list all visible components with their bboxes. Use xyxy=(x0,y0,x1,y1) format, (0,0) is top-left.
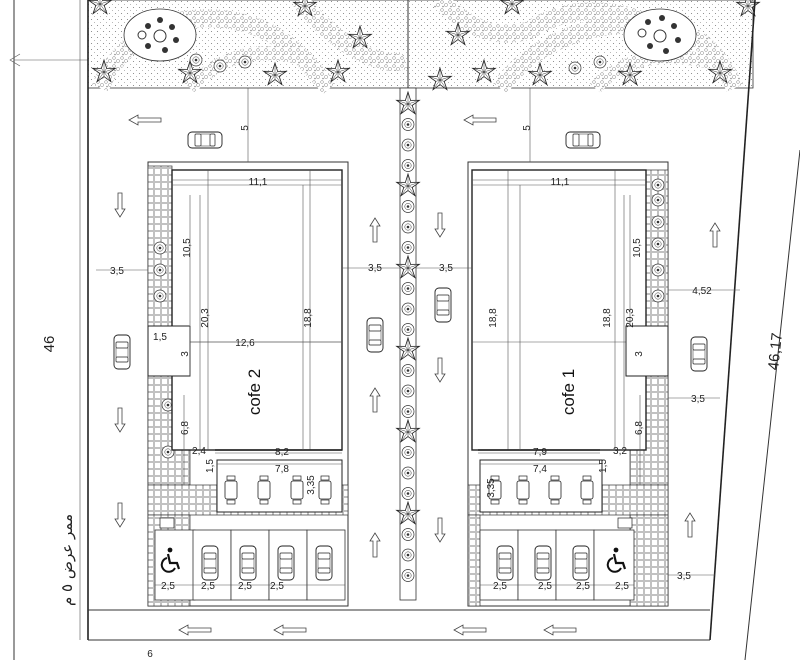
cafe2-stair-depth: 3 xyxy=(180,351,191,357)
cafe1-parking-3: 2,5 xyxy=(576,581,590,592)
cafe1-gap-small: 3,2 xyxy=(613,446,627,457)
median-tree-icon xyxy=(401,364,415,377)
median-tree-icon xyxy=(401,569,415,582)
median-tree-icon xyxy=(401,323,415,336)
cafe2-step-small: 1,5 xyxy=(153,332,167,343)
median-tree-icon xyxy=(401,466,415,480)
cafe1-side-left: 3,5 xyxy=(439,263,453,274)
cafe1-parking-4: 2,5 xyxy=(615,581,629,592)
cafe1-width: 11,1 xyxy=(551,177,570,188)
cafe2-depth-inner: 18,8 xyxy=(303,308,314,328)
median-tree-icon xyxy=(401,405,415,418)
median-tree-icon xyxy=(401,200,415,213)
cafe1-top-setback: 5 xyxy=(522,125,533,131)
right-length-label: 46,17 xyxy=(765,332,786,371)
cafe1-depth-inner-left: 18,8 xyxy=(488,308,499,328)
cafe2-side-right: 3,5 xyxy=(368,263,382,274)
cafe2-parking-4: 2,5 xyxy=(270,581,284,592)
cafe1-depth-total: 20,3 xyxy=(625,308,636,328)
median-tree-icon xyxy=(401,548,415,562)
median-tree-icon xyxy=(401,528,415,541)
central-median xyxy=(396,0,420,601)
cafe2-parking-3: 2,5 xyxy=(238,581,252,592)
cafe2-side-left: 3,5 xyxy=(110,266,124,277)
median-tree-icon xyxy=(401,118,415,131)
cafe1-seating-width: 7,4 xyxy=(533,464,547,475)
median-tree-icon xyxy=(401,384,415,398)
median-tree-icon xyxy=(401,302,415,316)
cafe2-stair-width: 12,6 xyxy=(235,338,255,349)
cafe1-seating-depth: 3,35 xyxy=(486,478,497,498)
cafe2-seating-width: 7,8 xyxy=(275,464,289,475)
cafe1-depth-upper: 10,5 xyxy=(632,238,643,258)
street-width-label: ممر عرض ٥ م xyxy=(58,514,76,606)
cafe1-seating-gap: 1,5 xyxy=(598,459,609,473)
right-boundary-dimension: 46,17 xyxy=(709,0,800,660)
cafe2-gap-small: 2,4 xyxy=(192,446,206,457)
cafe1-parking-2: 2,5 xyxy=(538,581,552,592)
median-tree-icon xyxy=(401,138,415,152)
median-tree-icon xyxy=(401,446,415,459)
cafe2-seating-gap: 1,5 xyxy=(205,459,216,473)
cafe2-width: 11,1 xyxy=(249,177,268,188)
cafe2-bottom-front: 6,8 xyxy=(180,421,191,435)
cafe-1-plot: 5 11,1 3,5 4,52 3,5 3,5 10,5 20,3 18,8 1… xyxy=(416,88,740,607)
cafe1-name: cofe 1 xyxy=(559,369,578,415)
cafe2-canopy-width: 8,2 xyxy=(275,447,289,458)
cafe2-seating-depth: 3,35 xyxy=(306,475,317,495)
cafe1-side-right: 4,52 xyxy=(692,286,712,297)
cafe-2-plot: 5 11,1 3,5 3,5 10,5 20,3 18,8 1,5 12,6 3… xyxy=(96,88,400,607)
ornament-planter-left xyxy=(123,8,197,62)
median-tree-icon xyxy=(401,159,415,172)
cafe2-depth-total: 20,3 xyxy=(200,308,211,328)
cafe1-depth-inner-right: 18,8 xyxy=(602,308,613,328)
cafe2-top-setback: 5 xyxy=(240,125,251,131)
cafe2-parking-1: 2,5 xyxy=(161,581,175,592)
cafe1-canopy-width: 7,9 xyxy=(533,447,547,458)
cafe2-depth-upper: 10,5 xyxy=(182,238,193,258)
cafe1-stair-depth: 3 xyxy=(634,351,645,357)
left-boundary-dimension: 46 ممر عرض ٥ م xyxy=(9,0,89,660)
median-tree-icon xyxy=(401,241,415,254)
cafe2-parking-2: 2,5 xyxy=(201,581,215,592)
landscape-garden-strip xyxy=(87,0,760,95)
bottom-dim: 6 xyxy=(147,649,153,660)
median-tree-icon xyxy=(401,282,415,295)
bottom-driveway: 6 xyxy=(88,609,710,660)
median-tree-icon xyxy=(401,220,415,234)
ornament-planter-right xyxy=(623,8,697,62)
left-length-label: 46 xyxy=(41,336,58,353)
median-tree-icon xyxy=(401,487,415,500)
cafe2-name: cofe 2 xyxy=(245,369,264,415)
cafe1-parking-1: 2,5 xyxy=(493,581,507,592)
cafe1-side-bottom: 3,5 xyxy=(691,394,705,405)
cafe1-bottom-front: 6,8 xyxy=(634,421,645,435)
cafe1-side-parking: 3,5 xyxy=(677,571,691,582)
